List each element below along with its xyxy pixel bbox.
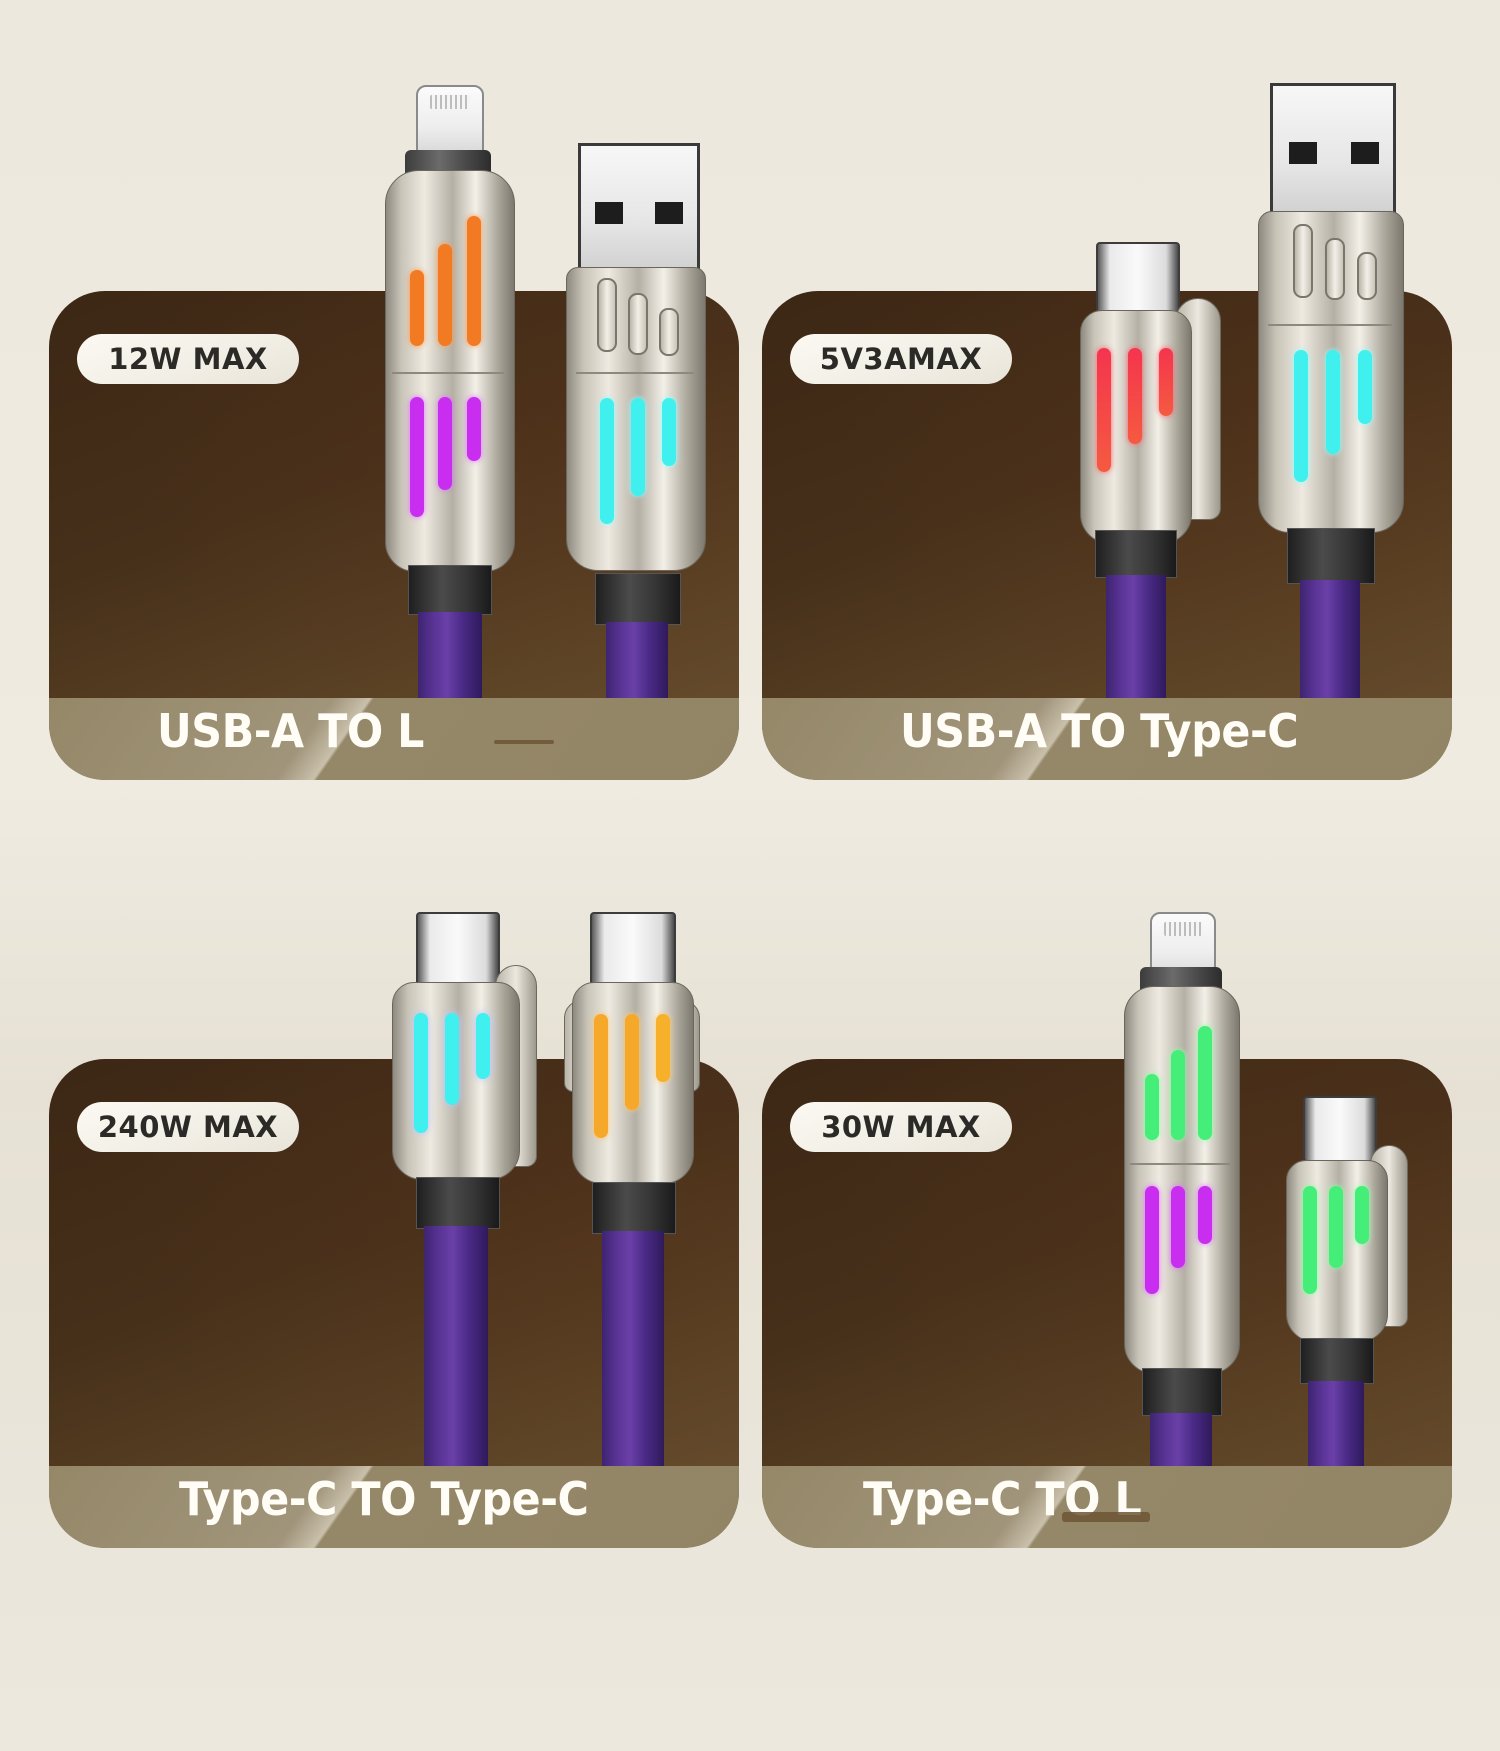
strain-relief <box>595 573 681 625</box>
led-strip-amber <box>625 1014 639 1110</box>
led-strip-cyan <box>445 1013 459 1105</box>
card-title: USB-A TO L <box>157 704 424 758</box>
housing-seam <box>576 372 694 374</box>
connector-housing <box>1124 986 1240 1374</box>
smudge-artifact <box>494 740 554 744</box>
type-c-tip <box>1303 1096 1377 1162</box>
housing-seam <box>1268 324 1392 326</box>
lightning-tip <box>416 85 484 155</box>
vent-slot <box>597 278 617 352</box>
led-strip-amber <box>656 1014 670 1082</box>
strain-relief <box>1142 1368 1222 1416</box>
led-strip-cyan <box>662 398 676 466</box>
strain-relief <box>416 1177 500 1229</box>
led-strip-orange <box>467 216 481 346</box>
power-badge: 240W MAX <box>77 1102 299 1152</box>
title-band: Type-C TO L <box>762 1466 1452 1548</box>
led-strip-orange <box>438 244 452 346</box>
purple-cable <box>418 612 482 698</box>
smudge-artifact <box>1062 1512 1150 1522</box>
led-strip-orange <box>410 270 424 346</box>
purple-cable <box>602 1231 664 1466</box>
usb-a-tip <box>578 143 700 272</box>
purple-cable <box>424 1226 488 1466</box>
led-strip-cyan <box>1294 350 1308 482</box>
led-strip-green <box>1329 1186 1343 1268</box>
strain-relief <box>1287 528 1375 584</box>
led-strip-purple <box>467 397 481 461</box>
led-strip-green <box>1145 1074 1159 1140</box>
strain-relief <box>408 565 492 615</box>
purple-cable <box>1150 1413 1212 1466</box>
led-strip-cyan <box>1358 350 1372 424</box>
led-strip-cyan <box>1326 350 1340 454</box>
purple-cable <box>606 622 668 698</box>
connector-housing <box>385 170 515 572</box>
vent-slot <box>659 308 679 356</box>
led-strip-amber <box>594 1014 608 1138</box>
led-strip-cyan <box>600 398 614 524</box>
purple-cable <box>1308 1381 1364 1466</box>
led-strip-green <box>1303 1186 1317 1294</box>
strain-relief <box>1095 530 1177 578</box>
card-title: USB-A TO Type-C <box>900 704 1299 758</box>
strain-relief <box>1300 1338 1374 1384</box>
vent-slot <box>1293 224 1313 298</box>
led-strip-purple <box>410 397 424 517</box>
type-c-tip <box>590 912 676 986</box>
led-strip-purple <box>1198 1186 1212 1244</box>
vent-slot <box>1325 238 1345 300</box>
purple-cable <box>1106 575 1166 698</box>
led-strip-cyan <box>631 398 645 496</box>
type-c-tip <box>1096 242 1180 314</box>
usb-a-tip <box>1270 83 1396 216</box>
power-badge: 5V3AMAX <box>790 334 1012 384</box>
title-band: USB-A TO Type-C <box>762 698 1452 780</box>
led-strip-purple <box>1145 1186 1159 1294</box>
housing-seam <box>1130 1163 1230 1165</box>
led-strip-red <box>1128 348 1142 444</box>
type-c-tip <box>416 912 500 986</box>
led-strip-red <box>1097 348 1111 472</box>
title-band: Type-C TO Type-C <box>49 1466 739 1548</box>
led-strip-purple <box>438 397 452 490</box>
vent-slot <box>628 293 648 355</box>
led-strip-green <box>1171 1050 1185 1140</box>
led-strip-cyan <box>476 1013 490 1079</box>
led-strip-cyan <box>414 1013 428 1133</box>
housing-seam <box>392 372 504 374</box>
led-strip-purple <box>1171 1186 1185 1268</box>
led-strip-green <box>1198 1026 1212 1140</box>
purple-cable <box>1300 580 1360 698</box>
led-strip-red <box>1159 348 1173 416</box>
power-badge: 12W MAX <box>77 334 299 384</box>
led-strip-green <box>1355 1186 1369 1244</box>
vent-slot <box>1357 252 1377 300</box>
strain-relief <box>592 1182 676 1234</box>
title-band: USB-A TO L <box>49 698 739 780</box>
power-badge: 30W MAX <box>790 1102 1012 1152</box>
card-title: Type-C TO Type-C <box>179 1472 589 1526</box>
